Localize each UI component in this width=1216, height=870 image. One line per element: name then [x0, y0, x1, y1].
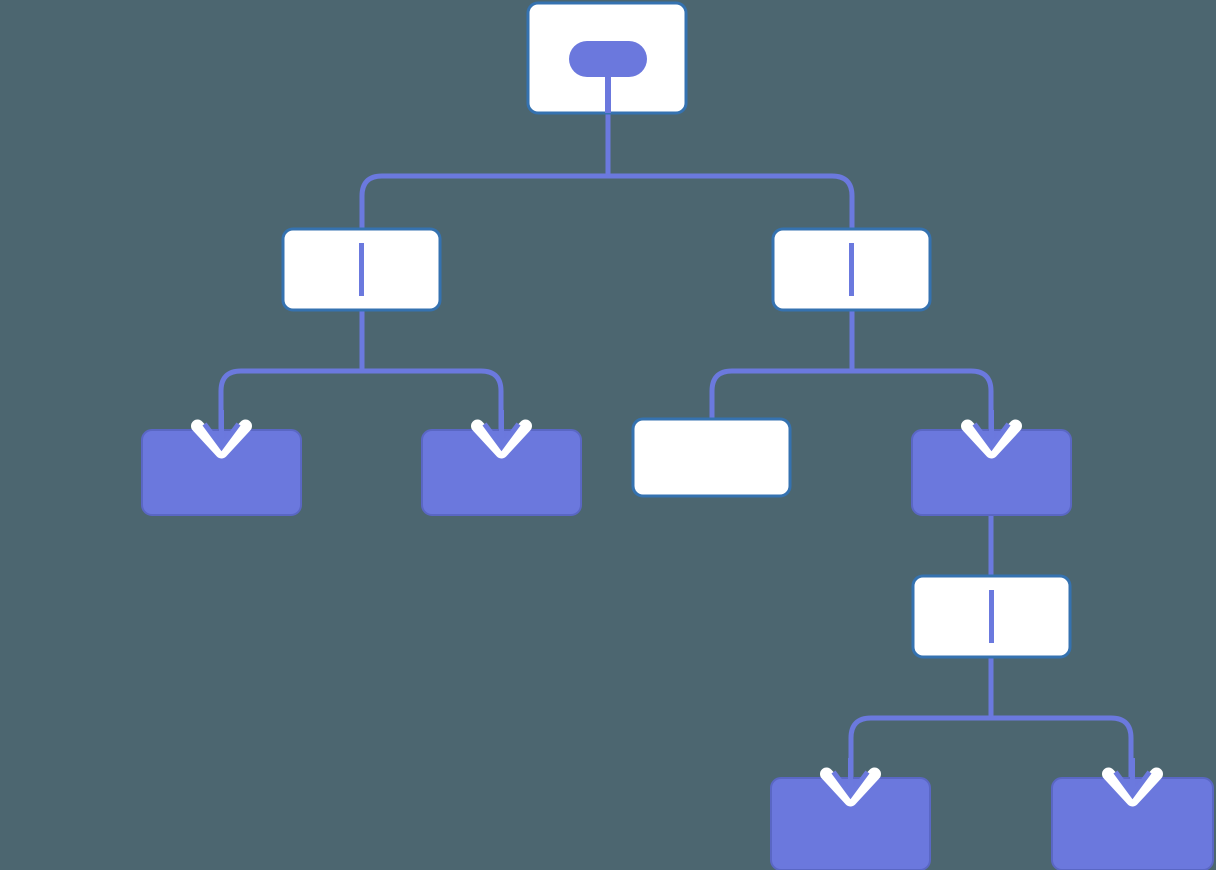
through-line-level2-left: [359, 243, 364, 296]
arrowhead-layer: [191, 410, 1163, 807]
connector-bus3-branch: [852, 368, 994, 430]
arrow-shaft-leaf-a: [219, 410, 224, 447]
arrow-shaft-leaf-e: [1130, 758, 1135, 795]
through-line-level4-white: [989, 590, 994, 643]
connector-layer: [218, 113, 1134, 778]
connector-bus1-right: [608, 173, 855, 229]
arrow-halo-leaf-e: [1102, 767, 1163, 807]
connector-bus2-leafb: [362, 368, 504, 430]
connector-bus3-white: [709, 368, 852, 419]
pill-shape: [569, 41, 647, 77]
node-body-leaf-c-white[interactable]: [631, 417, 792, 498]
pill-stem: [605, 77, 611, 113]
node-pill-root: [569, 41, 647, 113]
connector-bus2-leafa: [218, 368, 362, 430]
connector-bus5-leafd: [848, 715, 991, 778]
node-layer: [141, 1, 1214, 870]
arrow-shaft-leaf-b: [499, 410, 504, 447]
arrow-shaft-leaf-d: [848, 758, 853, 795]
connector-bus5-leafe: [991, 715, 1134, 778]
arrow-shaft-branch-node: [989, 410, 994, 447]
node-leaf-c-white[interactable]: [631, 417, 792, 498]
arrow-halo-leaf-b: [471, 419, 532, 459]
arrow-halo-leaf-a: [191, 419, 252, 459]
through-line-level2-right: [849, 243, 854, 296]
connector-bus1-left: [359, 173, 608, 229]
arrow-halo-branch-node: [961, 419, 1022, 459]
arrow-halo-leaf-d: [820, 767, 881, 807]
